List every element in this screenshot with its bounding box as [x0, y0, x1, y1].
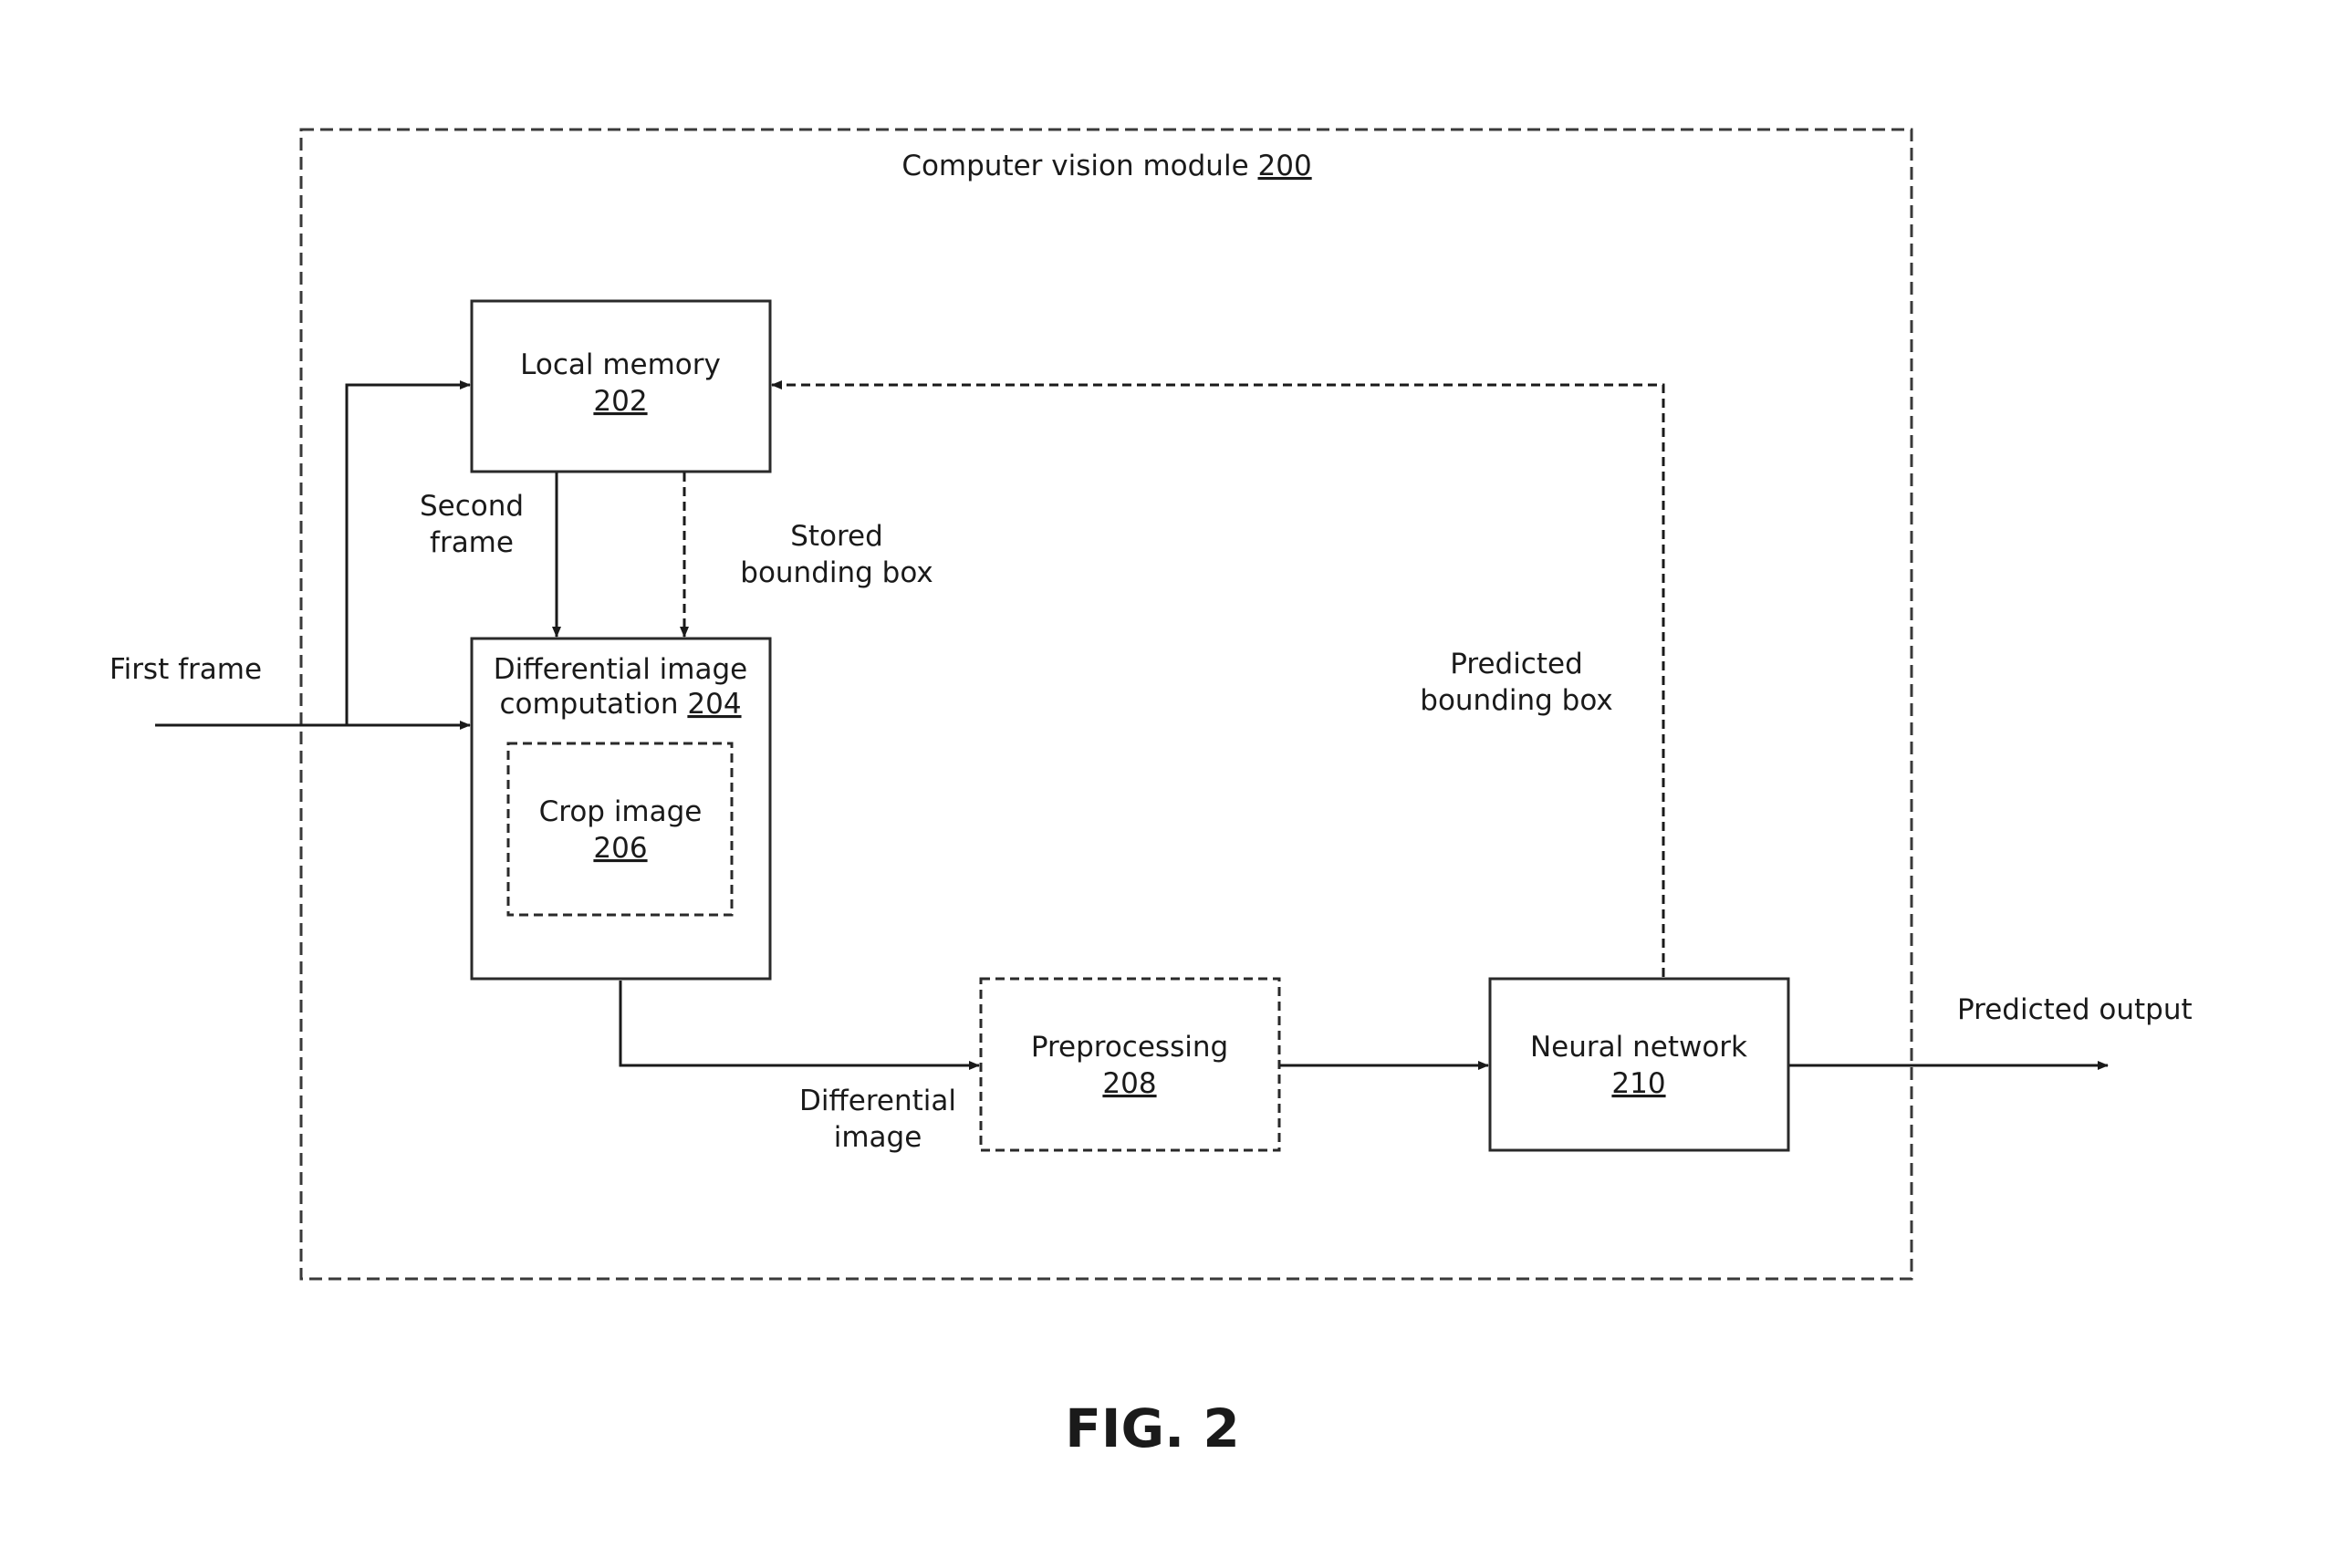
- local-memory-label: Local memory: [520, 348, 721, 381]
- second-frame-label-line1: Second: [420, 490, 524, 523]
- differential-image-label-line1: Differential: [799, 1085, 956, 1117]
- stored-bbox-label-line1: Stored: [790, 520, 883, 553]
- preprocessing-label: Preprocessing: [1031, 1031, 1228, 1064]
- diff-computation-label-line1: Differential image: [494, 653, 748, 686]
- first-frame-branch-to-memory: [345, 380, 471, 725]
- preprocessing-block: [979, 977, 1281, 1152]
- local-memory-ref: 202: [593, 385, 647, 418]
- neural-network-block: [1488, 977, 1790, 1152]
- figure-caption: FIG. 2: [1065, 1397, 1239, 1459]
- predicted-bbox-label-line1: Predicted: [1450, 648, 1583, 680]
- neural-network-ref: 210: [1611, 1067, 1665, 1100]
- crop-image-ref: 206: [593, 832, 647, 865]
- module-title: Computer vision module 200: [901, 150, 1311, 182]
- differential-image-arrow: [619, 981, 980, 1070]
- stored-bbox-label-line2: bounding box: [740, 556, 933, 589]
- preprocessing-ref: 208: [1102, 1067, 1156, 1100]
- diff-computation-label-line2: computation 204: [499, 688, 741, 721]
- predicted-bbox-label-line2: bounding box: [1420, 684, 1612, 717]
- neural-network-label: Neural network: [1530, 1031, 1747, 1064]
- computer-vision-module-boundary: [299, 128, 1913, 1281]
- differential-image-label-line2: image: [834, 1121, 922, 1154]
- crop-image-block: [506, 742, 734, 917]
- crop-image-label: Crop image: [539, 795, 703, 828]
- local-memory-block: [470, 299, 772, 473]
- first-frame-label: First frame: [109, 653, 262, 686]
- second-frame-label-line2: frame: [430, 526, 514, 559]
- predicted-bounding-box-feedback-arrow: [771, 380, 1665, 977]
- predicted-output-label: Predicted output: [1957, 993, 2193, 1026]
